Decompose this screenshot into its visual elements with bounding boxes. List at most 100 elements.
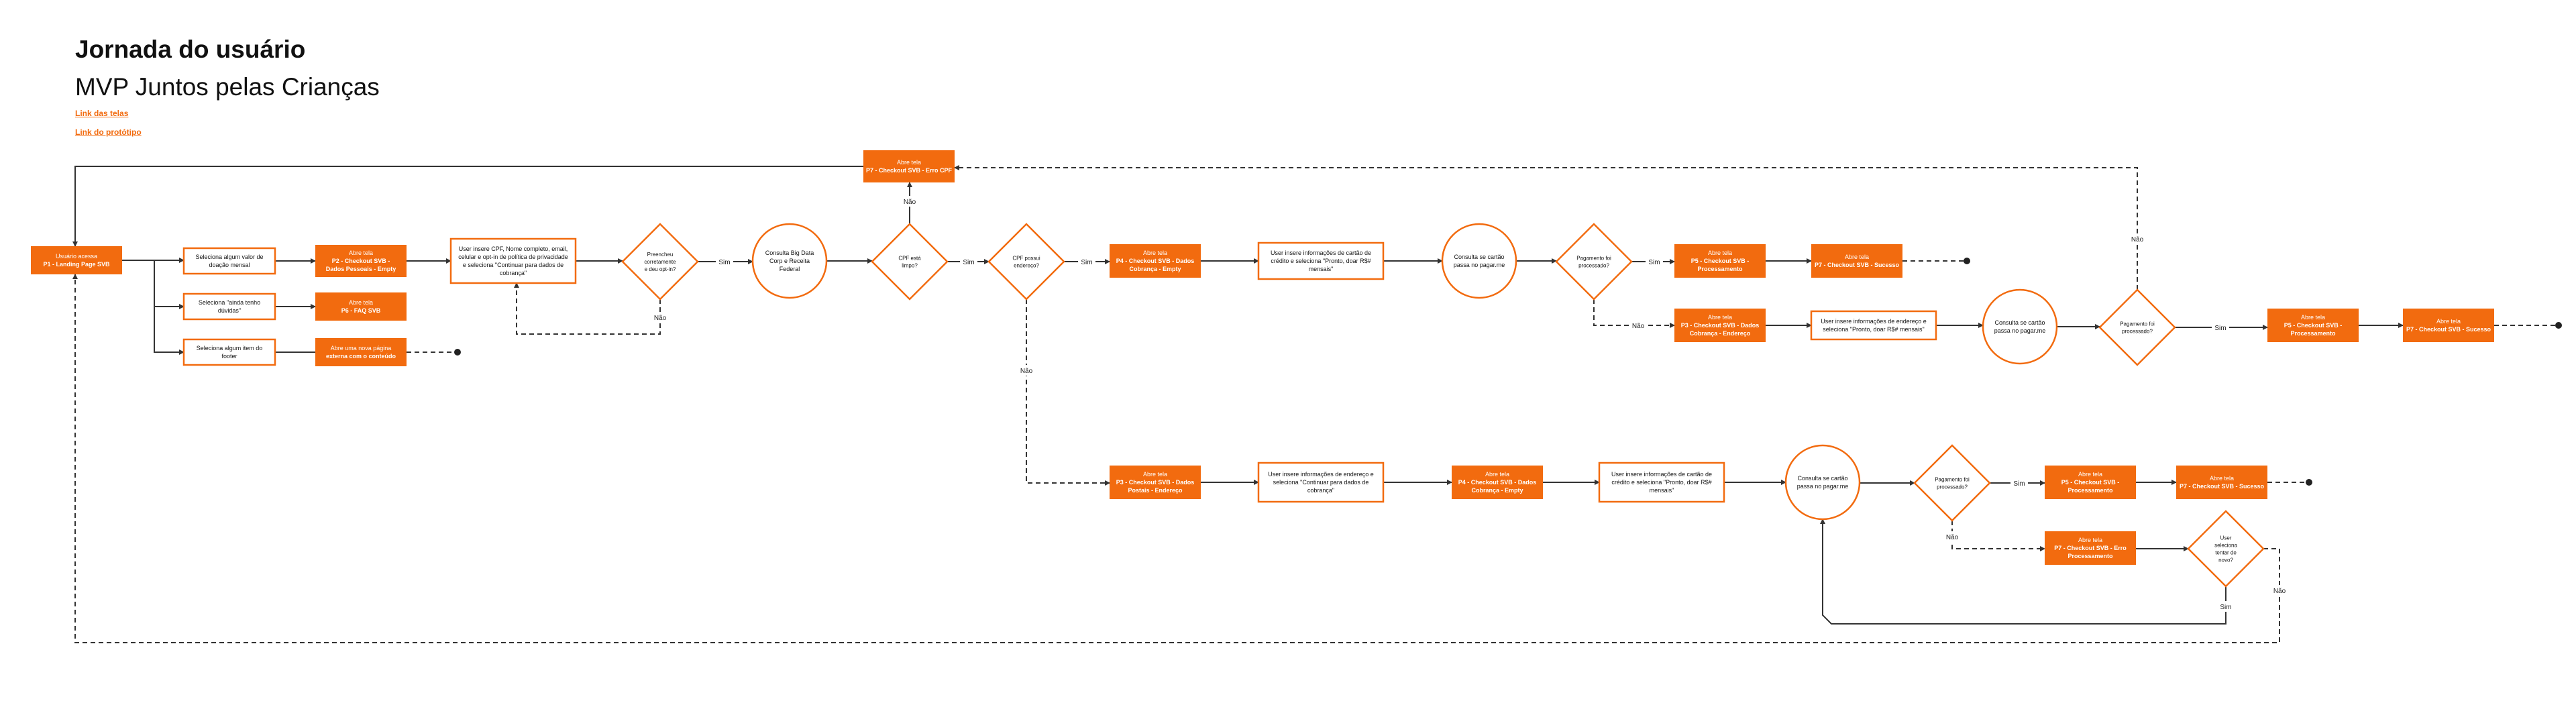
node-text: cobrança" — [1307, 487, 1334, 494]
connector-line — [72, 274, 2280, 643]
link-prototype[interactable]: Link do protótipo — [75, 127, 142, 137]
connector-line — [514, 282, 661, 335]
end-dot — [2306, 479, 2312, 486]
node-text: e deu opt-in? — [645, 266, 676, 272]
node-text: CPF está — [898, 255, 921, 261]
edge-label-sim: Sim — [2013, 480, 2025, 488]
node-text: Seleciona algum item do — [197, 345, 263, 352]
connector-line — [1026, 299, 1110, 486]
edge-label-nao: Não — [1020, 368, 1033, 375]
node-text: Abre tela — [2301, 314, 2325, 321]
node-text: Corp e Receita — [769, 258, 810, 264]
edge-label-sim: Sim — [2220, 604, 2231, 611]
node-text: P7 - Checkout SVB - Sucesso — [1815, 262, 1900, 268]
node-text: seleciona — [2214, 542, 2237, 548]
node-text: P1 - Landing Page SVB — [43, 261, 110, 268]
node-text: Abre tela — [2078, 471, 2102, 478]
node-text: mensais" — [1650, 487, 1674, 494]
edge-label-sim: Sim — [2214, 325, 2226, 332]
node-text: processado? — [1937, 484, 1968, 490]
node-text: Abre tela — [1845, 254, 1869, 260]
flow-node-n-card-info-1: User insere informações de cartão decréd… — [1257, 241, 1385, 280]
node-text: passa no pagar.me — [1797, 483, 1849, 490]
node-text: seleciona "Pronto, doar R$# mensais" — [1823, 326, 1924, 333]
decision-diamond — [987, 223, 1065, 301]
edge-label-bg — [1943, 531, 1961, 542]
flow-node-n-endereco-info-2: User insere informações de endereço esel… — [1257, 462, 1385, 503]
link-screens[interactable]: Link das telas — [75, 109, 129, 118]
connectors — [72, 165, 2562, 643]
edge-label-bg — [2212, 322, 2229, 333]
screen-box — [2403, 309, 2494, 342]
edge-label-nao: Não — [1946, 534, 1959, 541]
node-text: Abre tela — [1708, 314, 1732, 321]
node-text: Abre tela — [897, 159, 921, 166]
page-title: Jornada do usuário — [75, 36, 306, 63]
node-text: processado? — [1578, 262, 1609, 268]
process-circle — [751, 223, 828, 299]
node-text: dúvidas" — [218, 307, 241, 314]
node-text: Pagamento foi — [2120, 321, 2155, 327]
node-text: limpo? — [902, 262, 918, 268]
decision-diamond — [2098, 288, 2176, 366]
process-circle — [1982, 288, 2058, 365]
node-text: Abre tela — [349, 250, 373, 256]
node-text: doação mensal — [209, 262, 250, 268]
node-text: Abre tela — [349, 299, 373, 306]
screen-box — [31, 246, 122, 274]
flow-node-n-user-fills: User insere CPF, Nome completo, email,ce… — [449, 237, 577, 284]
process-circle — [1784, 444, 1861, 521]
node-text: mensais" — [1309, 266, 1334, 272]
decision-diamond — [621, 223, 699, 301]
edge-label-bg — [2217, 601, 2235, 612]
node-text: CPF possui — [1012, 255, 1040, 261]
screen-box — [1811, 244, 1902, 278]
screen-box — [2176, 466, 2267, 499]
screen-box — [2267, 309, 2359, 342]
edge-label-bg — [1646, 256, 1663, 267]
edge-label-bg — [2129, 233, 2146, 244]
connector-line — [154, 260, 184, 355]
node-text: P6 - FAQ SVB — [341, 307, 381, 314]
connector-line — [954, 165, 2138, 290]
edge-label-nao: Não — [2131, 236, 2144, 244]
node-text: crédito e seleciona "Pronto, doar R$# — [1611, 479, 1711, 486]
edge-label-nao: Não — [904, 199, 916, 206]
edge-label-sim: Sim — [1081, 259, 1092, 266]
node-text: P5 - Checkout SVB - — [2061, 479, 2120, 486]
node-text: Cobrança - Endereço — [1690, 330, 1751, 337]
node-text: P3 - Checkout SVB - Dados — [1681, 322, 1760, 329]
action-box — [449, 237, 577, 284]
node-text: P7 - Checkout SVB - Sucesso — [2180, 483, 2265, 490]
action-box — [182, 292, 276, 321]
node-text: Cobrança - Empty — [1129, 266, 1181, 272]
node-text: Consulta Big Data — [765, 250, 814, 256]
process-circle — [1441, 223, 1517, 299]
node-text: crédito e seleciona "Pronto, doar R$# — [1271, 258, 1371, 264]
node-text: externa com o conteúdo — [326, 353, 396, 360]
node-text: Processamento — [2068, 553, 2113, 559]
action-box — [1257, 241, 1385, 280]
node-text: tentar de — [2215, 549, 2237, 555]
node-text: celular e opt-in de política de privacid… — [458, 254, 568, 260]
connector-line — [1951, 521, 2045, 551]
node-text: Federal — [780, 266, 800, 272]
node-text: Postais - Endereço — [1128, 487, 1183, 494]
